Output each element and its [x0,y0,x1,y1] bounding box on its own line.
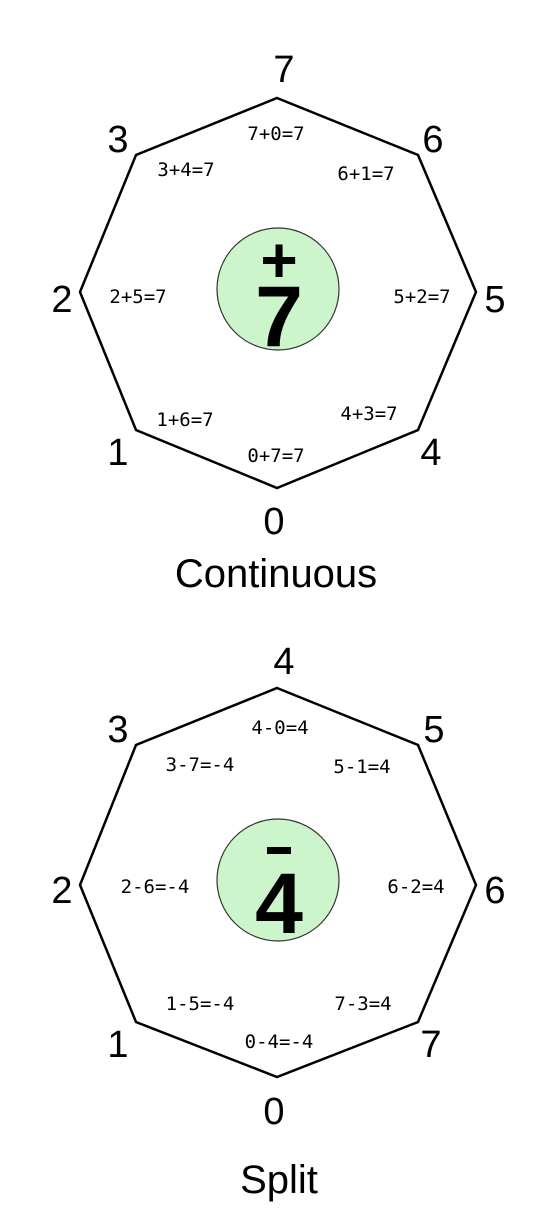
continuous-diagram: 7 6 5 4 0 1 2 3 7+0=7 6+1=7 5+2=7 4+3=7 … [51,49,505,596]
edge-equation-bottom: 0+7=7 [247,445,304,467]
edge-equation-top-right: 5-1=4 [333,756,390,778]
edge-equation-left: 2-6=-4 [121,876,190,898]
vertex-label-bottom-left: 1 [107,1024,128,1066]
vertex-label-top: 4 [273,641,294,683]
edge-equation-bottom-right: 7-3=4 [334,993,391,1015]
vertex-label-right: 5 [484,279,505,321]
edge-equation-top: 7+0=7 [247,123,304,145]
vertex-label-top-right: 5 [423,709,444,751]
center-operator-bar [267,847,291,854]
vertex-label-top-left: 3 [107,709,128,751]
vertex-label-top: 7 [273,49,294,91]
vertex-label-left: 2 [51,279,72,321]
vertex-label-bottom: 0 [263,501,284,543]
edge-equation-right: 6-2=4 [387,876,444,898]
center-value: 7 [255,269,303,365]
edge-equation-bottom-right: 4+3=7 [340,403,397,425]
vertex-label-top-right: 6 [422,119,443,161]
edge-equation-bottom-left: 1+6=7 [156,409,213,431]
edge-equation-bottom: 0-4=-4 [245,1031,314,1053]
edge-equation-right: 5+2=7 [393,286,450,308]
edge-equation-top: 4-0=4 [251,717,308,739]
vertex-label-right: 6 [484,870,505,912]
diagram-caption: Split [240,1158,318,1202]
edge-equation-top-left: 3+4=7 [157,159,214,181]
vertex-label-bottom-right: 7 [420,1024,441,1066]
split-diagram: 4 5 6 7 0 1 2 3 4-0=4 5-1=4 6-2=4 7-3=4 … [51,641,505,1202]
vertex-label-left: 2 [51,870,72,912]
edge-equation-left: 2+5=7 [109,286,166,308]
diagram-caption: Continuous [175,552,377,596]
vertex-label-top-left: 3 [107,119,128,161]
center-disc [216,227,340,351]
vertex-label-bottom-left: 1 [107,432,128,474]
center-disc [216,818,340,942]
edge-equation-top-left: 3-7=-4 [166,754,235,776]
center-value: 4 [255,856,303,952]
vertex-label-bottom: 0 [263,1091,284,1133]
edge-equation-bottom-left: 1-5=-4 [166,993,235,1015]
edge-equation-top-right: 6+1=7 [337,163,394,185]
vertex-label-bottom-right: 4 [420,432,441,474]
center-operator: + [260,224,297,296]
